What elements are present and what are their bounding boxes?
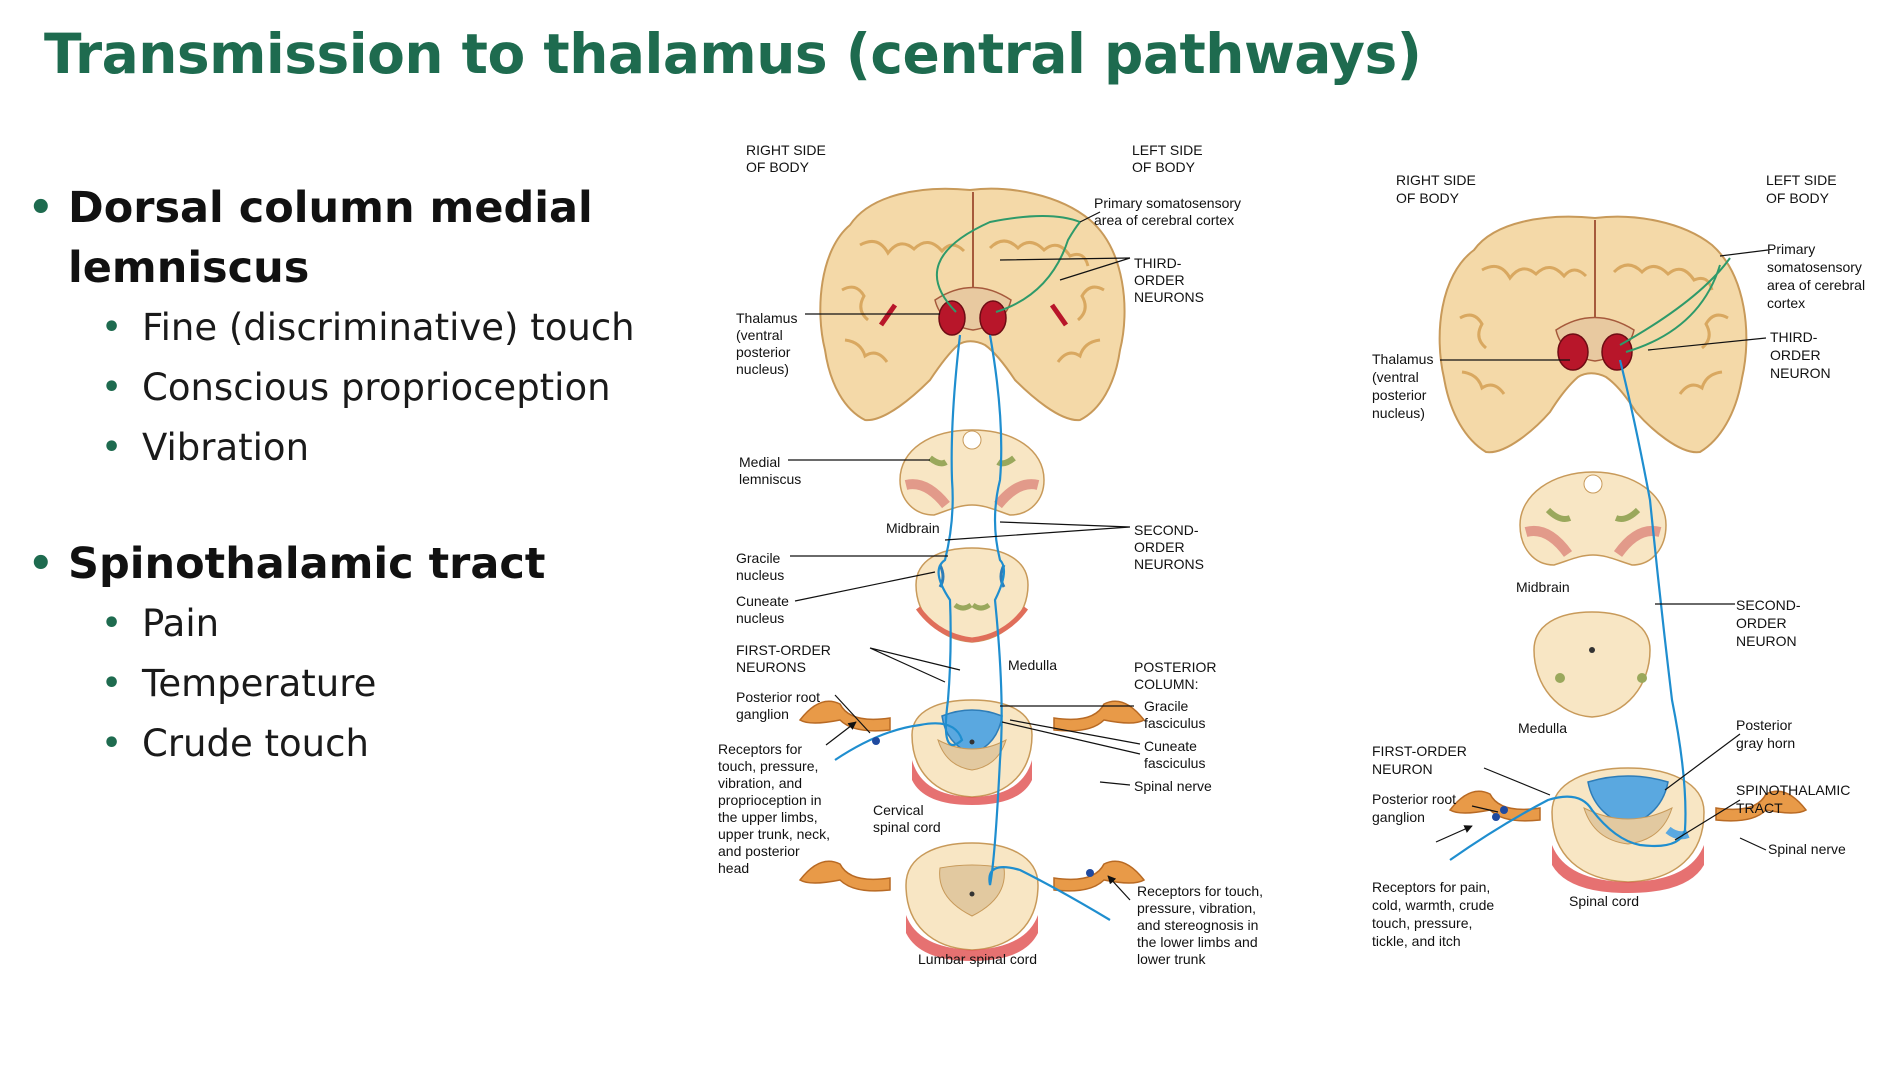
sub-bullet-dot-icon: • — [102, 370, 122, 405]
sub-bullet: • Pain — [28, 594, 678, 654]
sub-bullet-dot-icon: • — [102, 726, 122, 761]
dcml-medulla-label: Medulla — [1008, 657, 1057, 673]
sub-bullet: • Crude touch — [28, 714, 678, 774]
dcml-lumbar-label: Lumbar spinal cord — [918, 951, 1037, 967]
dcml-cervical-cord-section — [798, 699, 1146, 805]
slide-title: Transmission to thalamus (central pathwa… — [44, 22, 1422, 86]
dcml-medulla-section — [915, 547, 1029, 643]
sub-bullet-dot-icon: • — [102, 666, 122, 701]
sub-bullet-dot-icon: • — [102, 430, 122, 465]
dcml-receptors-lower-label: Receptors for touch,pressure, vibration,… — [1137, 883, 1263, 967]
stt-brain-coronal-section — [1438, 215, 1748, 454]
heading-line: Spinothalamic tract — [68, 539, 546, 589]
sub-bullet-text: Fine (discriminative) touch — [142, 306, 635, 349]
dcml-lumbar-cord-section — [798, 842, 1146, 961]
sub-bullet-dot-icon: • — [102, 606, 122, 641]
dcml-brain-coronal-section — [819, 187, 1126, 422]
stt-medulla-label: Medulla — [1518, 720, 1567, 736]
sub-bullet: • Vibration — [28, 418, 678, 478]
dcml-spinal-nerve-label: Spinal nerve — [1134, 778, 1212, 794]
dcml-midbrain-section — [899, 429, 1045, 516]
sub-bullet-text: Crude touch — [142, 722, 369, 765]
bullet-heading: • Dorsal column medial lemniscus — [28, 178, 678, 298]
stt-medulla-section — [1533, 611, 1651, 718]
dcml-midbrain-label: Midbrain — [886, 520, 940, 536]
bullet-group-stt: • Spinothalamic tract • Pain • Temperature… — [28, 534, 678, 774]
stt-midbrain-section — [1519, 471, 1667, 566]
dcml-tract-path — [988, 334, 1111, 921]
sub-bullet-text: Temperature — [142, 662, 377, 705]
bullet-heading: • Spinothalamic tract — [28, 534, 678, 594]
dcml-third-order-path — [995, 221, 1081, 313]
stt-spinal-nerve-label: Spinal nerve — [1768, 841, 1846, 857]
stt-midbrain-label: Midbrain — [1516, 579, 1570, 595]
heading-line: Dorsal column medial — [68, 183, 593, 233]
sub-bullet: • Conscious proprioception — [28, 358, 678, 418]
sub-bullet: • Temperature — [28, 654, 678, 714]
dcml-tract-path — [834, 334, 964, 761]
sub-bullet-text: Conscious proprioception — [142, 366, 611, 409]
dcml-third-order-path — [936, 215, 1081, 313]
bullet-group-dcml: • Dorsal column medial lemniscus • Fine (… — [28, 178, 678, 478]
bullet-dot-icon: • — [28, 185, 54, 231]
stt-third-order-path — [1619, 257, 1731, 353]
sub-bullet-text: Vibration — [142, 426, 310, 469]
stt-tract-path — [1449, 359, 1687, 861]
sub-bullet-dot-icon: • — [102, 310, 122, 345]
heading-line: lemniscus — [68, 243, 310, 293]
stt-spinal-cord-label: Spinal cord — [1569, 893, 1639, 909]
bullet-dot-icon: • — [28, 541, 54, 587]
sub-bullet-text: Pain — [142, 602, 220, 645]
sub-bullet: • Fine (discriminative) touch — [28, 298, 678, 358]
bullet-list: • Dorsal column medial lemniscus • Fine (… — [28, 178, 678, 830]
